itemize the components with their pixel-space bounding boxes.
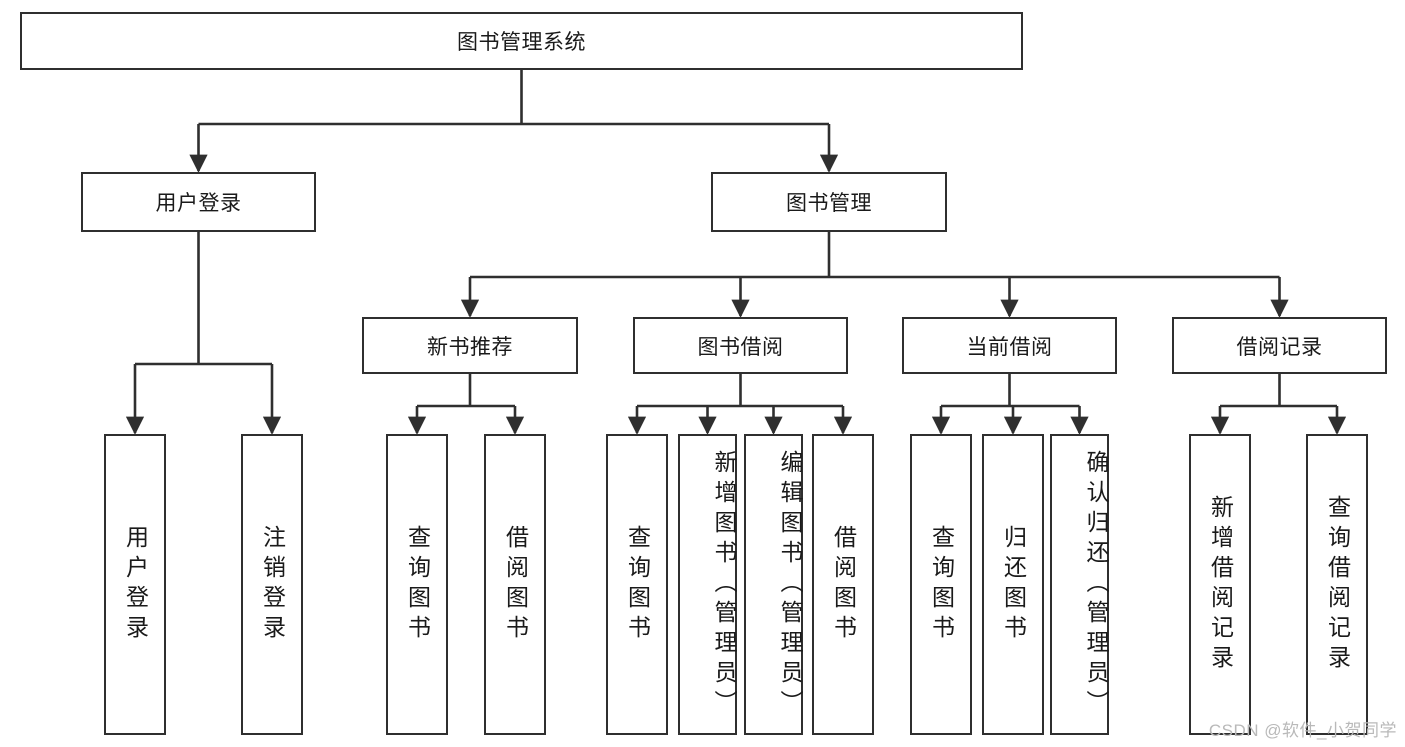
node-current-borrow[interactable]: 当前借阅 xyxy=(902,317,1117,374)
node-current-borrow-label: 当前借阅 xyxy=(966,335,1053,359)
node-leaf-borrow-book-1[interactable]: 借阅图书 xyxy=(484,434,546,735)
node-leaf-edit-book-label: 编辑图书（管理员） xyxy=(777,449,803,720)
watermark-text: CSDN @软件_小贺同学 xyxy=(1208,721,1397,740)
node-leaf-user-logout[interactable]: 注销登录 xyxy=(241,434,303,735)
node-leaf-add-book[interactable]: 新增图书（管理员） xyxy=(678,434,737,735)
node-leaf-add-record[interactable]: 新增借阅记录 xyxy=(1189,434,1251,735)
node-leaf-return-book[interactable]: 归还图书 xyxy=(982,434,1044,735)
node-leaf-query-book-3[interactable]: 查询图书 xyxy=(910,434,972,735)
connector-bus xyxy=(1220,374,1337,408)
node-book-borrow[interactable]: 图书借阅 xyxy=(633,317,848,374)
node-leaf-edit-book[interactable]: 编辑图书（管理员） xyxy=(744,434,803,735)
node-leaf-borrow-book-1-label: 借阅图书 xyxy=(502,524,529,645)
node-leaf-query-book-2-label: 查询图书 xyxy=(624,524,651,645)
node-leaf-return-book-label: 归还图书 xyxy=(1000,524,1027,645)
node-leaf-query-record[interactable]: 查询借阅记录 xyxy=(1306,434,1368,735)
edge-group xyxy=(125,70,1347,435)
node-root[interactable]: 图书管理系统 xyxy=(20,12,1023,70)
node-leaf-query-book-3-label: 查询图书 xyxy=(928,524,955,645)
node-leaf-query-book-1-label: 查询图书 xyxy=(404,524,431,645)
node-leaf-user-login-label: 用户登录 xyxy=(122,524,149,645)
node-user-login[interactable]: 用户登录 xyxy=(81,172,316,232)
node-leaf-add-book-label: 新增图书（管理员） xyxy=(711,449,737,720)
node-borrow-record-label: 借阅记录 xyxy=(1236,335,1323,359)
node-leaf-confirm-return-label: 确认归还（管理员） xyxy=(1083,449,1109,720)
node-borrow-record[interactable]: 借阅记录 xyxy=(1172,317,1387,374)
node-leaf-user-logout-label: 注销登录 xyxy=(259,524,286,645)
node-root-label: 图书管理系统 xyxy=(457,31,586,54)
connector-bus xyxy=(470,232,1280,279)
node-book-manage-label: 图书管理 xyxy=(786,192,872,215)
node-leaf-confirm-return[interactable]: 确认归还（管理员） xyxy=(1050,434,1109,735)
node-leaf-add-record-label: 新增借阅记录 xyxy=(1207,494,1234,675)
node-leaf-query-book-2[interactable]: 查询图书 xyxy=(606,434,668,735)
node-user-login-label: 用户登录 xyxy=(155,192,242,215)
connector-bus xyxy=(135,232,272,366)
node-new-book-rec[interactable]: 新书推荐 xyxy=(362,317,578,374)
connector-bus xyxy=(417,374,515,408)
node-leaf-query-book-1[interactable]: 查询图书 xyxy=(386,434,448,735)
connector-bus xyxy=(941,374,1080,408)
connector-bus xyxy=(198,70,829,126)
connector-bus xyxy=(637,374,843,408)
node-new-book-rec-label: 新书推荐 xyxy=(427,335,513,359)
node-leaf-user-login[interactable]: 用户登录 xyxy=(104,434,166,735)
node-leaf-borrow-book-2-label: 借阅图书 xyxy=(830,524,857,645)
node-leaf-query-record-label: 查询借阅记录 xyxy=(1324,494,1351,675)
node-book-borrow-label: 图书借阅 xyxy=(697,335,784,359)
node-book-manage[interactable]: 图书管理 xyxy=(711,172,947,232)
node-leaf-borrow-book-2[interactable]: 借阅图书 xyxy=(812,434,874,735)
